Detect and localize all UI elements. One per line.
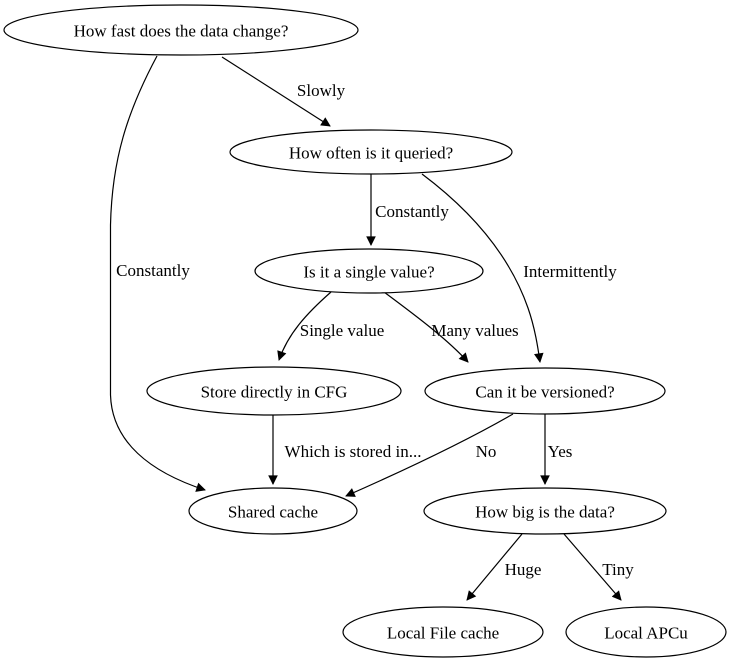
edge-label-many-values: Many values [431,321,518,340]
nodes-layer: How fast does the data change? How often… [3,4,727,658]
node-label: Is it a single value? [303,263,434,282]
edge-label-single-value: Single value [300,321,385,340]
edge-label-which-stored: Which is stored in... [285,442,422,461]
node-ellipse [188,487,358,535]
edge-howfast-howoften [221,56,331,127]
node-label: How fast does the data change? [74,22,289,41]
edges-layer: Slowly Constantly Constantly Intermitten… [109,55,634,601]
node-ellipse [342,606,544,658]
edge-label-constantly-left: Constantly [116,261,190,280]
node-shared-cache: Shared cache [188,487,358,535]
node-store-cfg: Store directly in CFG [146,366,402,416]
edge-label-no: No [476,442,497,461]
edge-versioned-sharedcache [345,413,514,497]
edge-label-huge: Huge [505,560,542,579]
edge-label-tiny: Tiny [602,560,634,579]
node-can-be-versioned: Can it be versioned? [424,367,666,415]
edge-label-constantly-mid: Constantly [375,202,449,221]
node-ellipse [254,248,484,294]
node-ellipse [424,367,666,415]
node-how-often: How often is it queried? [229,129,513,175]
edge-singlevalue-versioned [383,291,469,363]
node-label: Store directly in CFG [201,383,348,402]
node-label: Can it be versioned? [475,383,614,402]
node-label: Shared cache [228,503,318,522]
edge-howbig-localapcu [563,533,622,601]
node-label: How often is it queried? [289,144,453,163]
node-ellipse [3,4,359,56]
node-label: How big is the data? [475,503,615,522]
node-how-big: How big is the data? [423,487,667,535]
node-ellipse [146,366,402,416]
edge-howoften-versioned [421,173,544,363]
node-ellipse [423,487,667,535]
edge-howbig-localfile [466,533,523,601]
edge-label-slowly: Slowly [297,81,346,100]
edge-label-intermittently: Intermittently [523,262,617,281]
node-how-fast: How fast does the data change? [3,4,359,56]
edge-howfast-sharedcache [109,55,206,492]
node-ellipse [229,129,513,175]
edge-label-yes: Yes [548,442,573,461]
edge-singlevalue-storecfg [277,291,332,361]
node-local-file-cache: Local File cache [342,606,544,658]
node-is-single-value: Is it a single value? [254,248,484,294]
node-label: Local APCu [604,624,688,643]
node-ellipse [565,606,727,658]
node-local-apcu: Local APCu [565,606,727,658]
node-label: Local File cache [387,624,499,643]
